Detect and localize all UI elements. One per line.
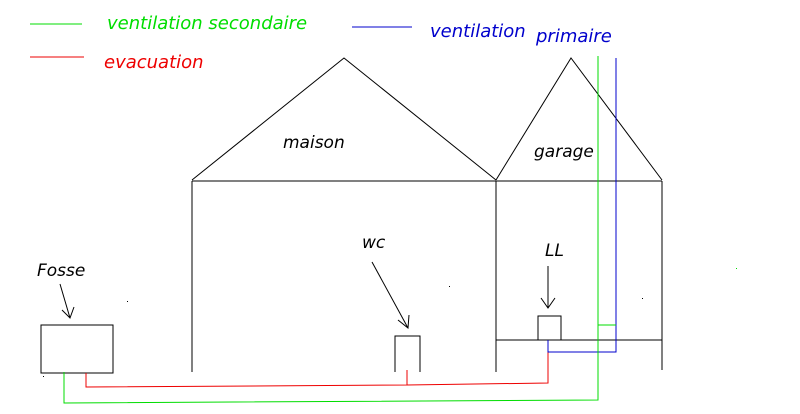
legend-evacuation-label: evacuation [104, 52, 204, 73]
legend: ventilation secondaire ventilation prima… [30, 13, 612, 73]
wc-label: wc [362, 233, 386, 253]
wc: wc [362, 233, 421, 372]
house [191, 57, 662, 372]
house-roof [191, 57, 497, 181]
garage [495, 57, 663, 370]
garage-label: garage [534, 142, 594, 162]
wc-fixture [394, 335, 421, 372]
legend-primary-label-2: primaire [535, 26, 612, 47]
primary-ventilation-pipe [547, 58, 617, 353]
fosse-arrow-head [61, 306, 75, 319]
ll: LL [537, 241, 564, 340]
evacuation-pipe-ll [406, 340, 549, 386]
legend-primary-label: ventilation [430, 21, 526, 42]
secondary-ventilation-pipe [63, 56, 599, 404]
ll-label: LL [545, 241, 564, 261]
legend-secondary-label: ventilation secondaire [107, 13, 307, 34]
wc-arrow-shaft [371, 261, 409, 329]
fosse: Fosse [37, 261, 114, 374]
evacuation-pipe [85, 370, 408, 388]
ll-fixture [537, 315, 562, 340]
fosse-arrow-shaft [59, 283, 71, 319]
stray-dots [43, 268, 737, 377]
wc-arrow-head [397, 314, 410, 329]
fosse-label: Fosse [37, 261, 85, 281]
ll-arrow-head [540, 297, 556, 309]
fosse-tank [40, 324, 114, 374]
house-label: maison [283, 133, 345, 153]
garage-roof [495, 57, 663, 181]
